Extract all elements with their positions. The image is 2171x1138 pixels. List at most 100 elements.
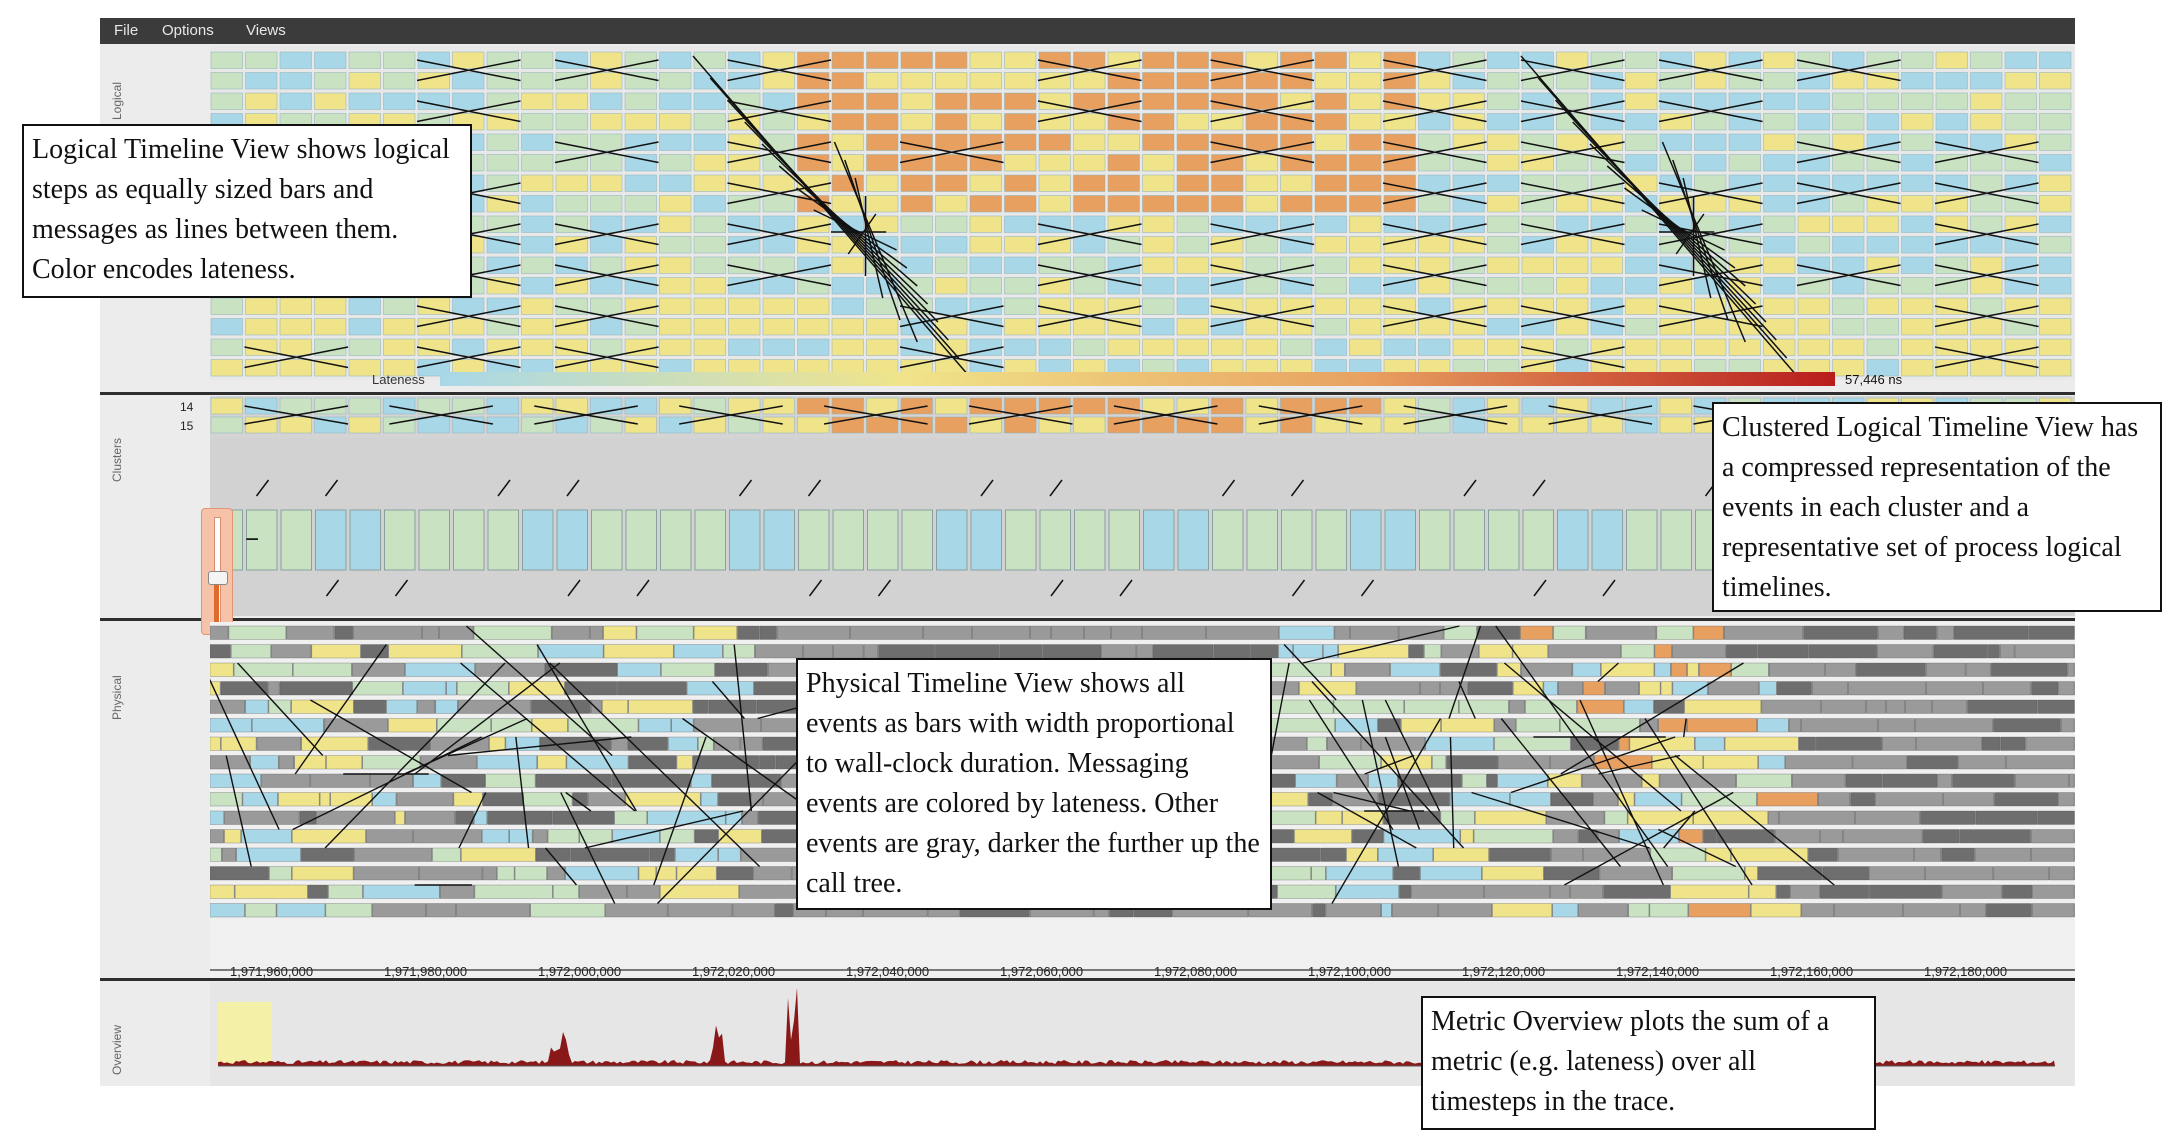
logical-event-bar (1142, 277, 1175, 295)
logical-event-bar (866, 72, 899, 90)
logical-event-bar (1314, 236, 1347, 254)
logical-event-bar (935, 51, 968, 69)
logical-event-bar (1004, 215, 1037, 233)
cluster-representative-bar (1177, 509, 1209, 571)
menu-options[interactable]: Options (162, 22, 214, 39)
physical-event-bar (2069, 773, 2075, 788)
time-axis-tick: 1,972,040,000 (846, 964, 930, 979)
physical-event-bar (1776, 884, 1790, 899)
message-line (1221, 479, 1236, 497)
logical-event-bar (1418, 174, 1451, 192)
logical-event-bar (210, 51, 243, 69)
physical-event-bar (325, 903, 372, 918)
logical-event-bar (1763, 236, 1796, 254)
cluster-zoom-slider[interactable] (201, 508, 233, 635)
physical-event-bar (419, 866, 483, 881)
logical-event-bar (900, 215, 933, 233)
logical-event-bar (1797, 92, 1830, 110)
panel-separator (100, 978, 2075, 981)
cluster-collapse-toggle[interactable]: − (245, 526, 260, 553)
logical-event-bar (1763, 318, 1796, 336)
logical-event-bar (590, 297, 623, 315)
logical-event-bar (1176, 256, 1209, 274)
time-axis-tick: 1,972,100,000 (1308, 964, 1392, 979)
physical-event-bar (1708, 681, 1759, 696)
logical-event-bar (1832, 92, 1865, 110)
overview-selection (218, 1002, 272, 1066)
physical-event-bar (1627, 810, 1693, 825)
message-line (761, 143, 929, 305)
message-line (1302, 625, 1460, 664)
logical-event-bar (1452, 338, 1485, 356)
physical-event-bar (310, 773, 370, 788)
physical-event-bar (1512, 644, 1548, 659)
logical-event-bar (1073, 277, 1106, 295)
physical-event-bar (1042, 644, 1101, 659)
physical-event-bar (1544, 866, 1600, 881)
logical-event-bar (2039, 92, 2072, 110)
logical-event-bar (2039, 113, 2072, 131)
slider-thumb[interactable] (208, 571, 228, 585)
logical-event-bar (1521, 277, 1554, 295)
logical-event-bar (1832, 51, 1865, 69)
cluster-representative-bar (1660, 509, 1692, 571)
physical-event-bar (372, 903, 426, 918)
cluster-event-bar (866, 416, 899, 434)
physical-event-bar (1878, 625, 1904, 640)
logical-event-bar (762, 72, 795, 90)
physical-event-bar (1311, 866, 1326, 881)
physical-event-bar (1446, 755, 1498, 770)
cluster-representative-bar (1281, 509, 1313, 571)
message-line (1597, 662, 1619, 683)
logical-event-bar (210, 72, 243, 90)
physical-event-bar (1487, 773, 1497, 788)
physical-event-bar (1308, 792, 1332, 807)
message-line (560, 792, 616, 904)
logical-event-bar (2039, 277, 2072, 295)
physical-event-bar (676, 866, 717, 881)
cluster-event-bar (1383, 397, 1416, 415)
logical-event-bar (969, 236, 1002, 254)
logical-event-bar (1763, 215, 1796, 233)
physical-event-bar (228, 625, 287, 640)
physical-event-bar (999, 644, 1042, 659)
physical-event-bar (475, 662, 545, 677)
physical-event-bar (1820, 829, 1843, 844)
logical-timeline-view[interactable] (210, 46, 2075, 380)
message-line (1291, 579, 1306, 597)
menu-file[interactable]: File (114, 22, 139, 39)
time-axis-tick: 1,972,160,000 (1770, 964, 1854, 979)
physical-event-bar (1659, 773, 1736, 788)
logical-event-bar (900, 51, 933, 69)
physical-event-bar (220, 681, 268, 696)
cluster-event-bar (279, 416, 312, 434)
logical-event-bar (1763, 277, 1796, 295)
cluster-event-bar (1521, 416, 1554, 434)
logical-event-bar (521, 92, 554, 110)
message-line (515, 736, 530, 849)
physical-event-bar (1621, 644, 1655, 659)
physical-event-bar (1967, 699, 2038, 714)
logical-event-bar (1314, 92, 1347, 110)
logical-event-bar (1142, 256, 1175, 274)
menu-views[interactable]: Views (246, 22, 286, 39)
physical-event-bar (759, 755, 776, 770)
physical-event-bar (565, 866, 639, 881)
physical-event-bar (1409, 644, 1424, 659)
logical-event-bar (1866, 318, 1899, 336)
logical-event-bar (831, 338, 864, 356)
logical-event-bar (1073, 51, 1106, 69)
logical-event-bar (1832, 277, 1865, 295)
logical-event-bar (1487, 154, 1520, 172)
physical-event-bar (1916, 736, 1982, 751)
physical-event-bar (1838, 847, 1914, 862)
physical-event-bar (1346, 847, 1378, 862)
message-line (544, 847, 578, 886)
message-line (1560, 662, 1744, 775)
physical-event-bar (1459, 699, 1509, 714)
cluster-event-bar (1004, 416, 1037, 434)
message-line (1382, 59, 1487, 82)
physical-event-bar (1751, 903, 1802, 918)
physical-event-bar (1654, 662, 1671, 677)
physical-event-bar (2005, 755, 2075, 770)
